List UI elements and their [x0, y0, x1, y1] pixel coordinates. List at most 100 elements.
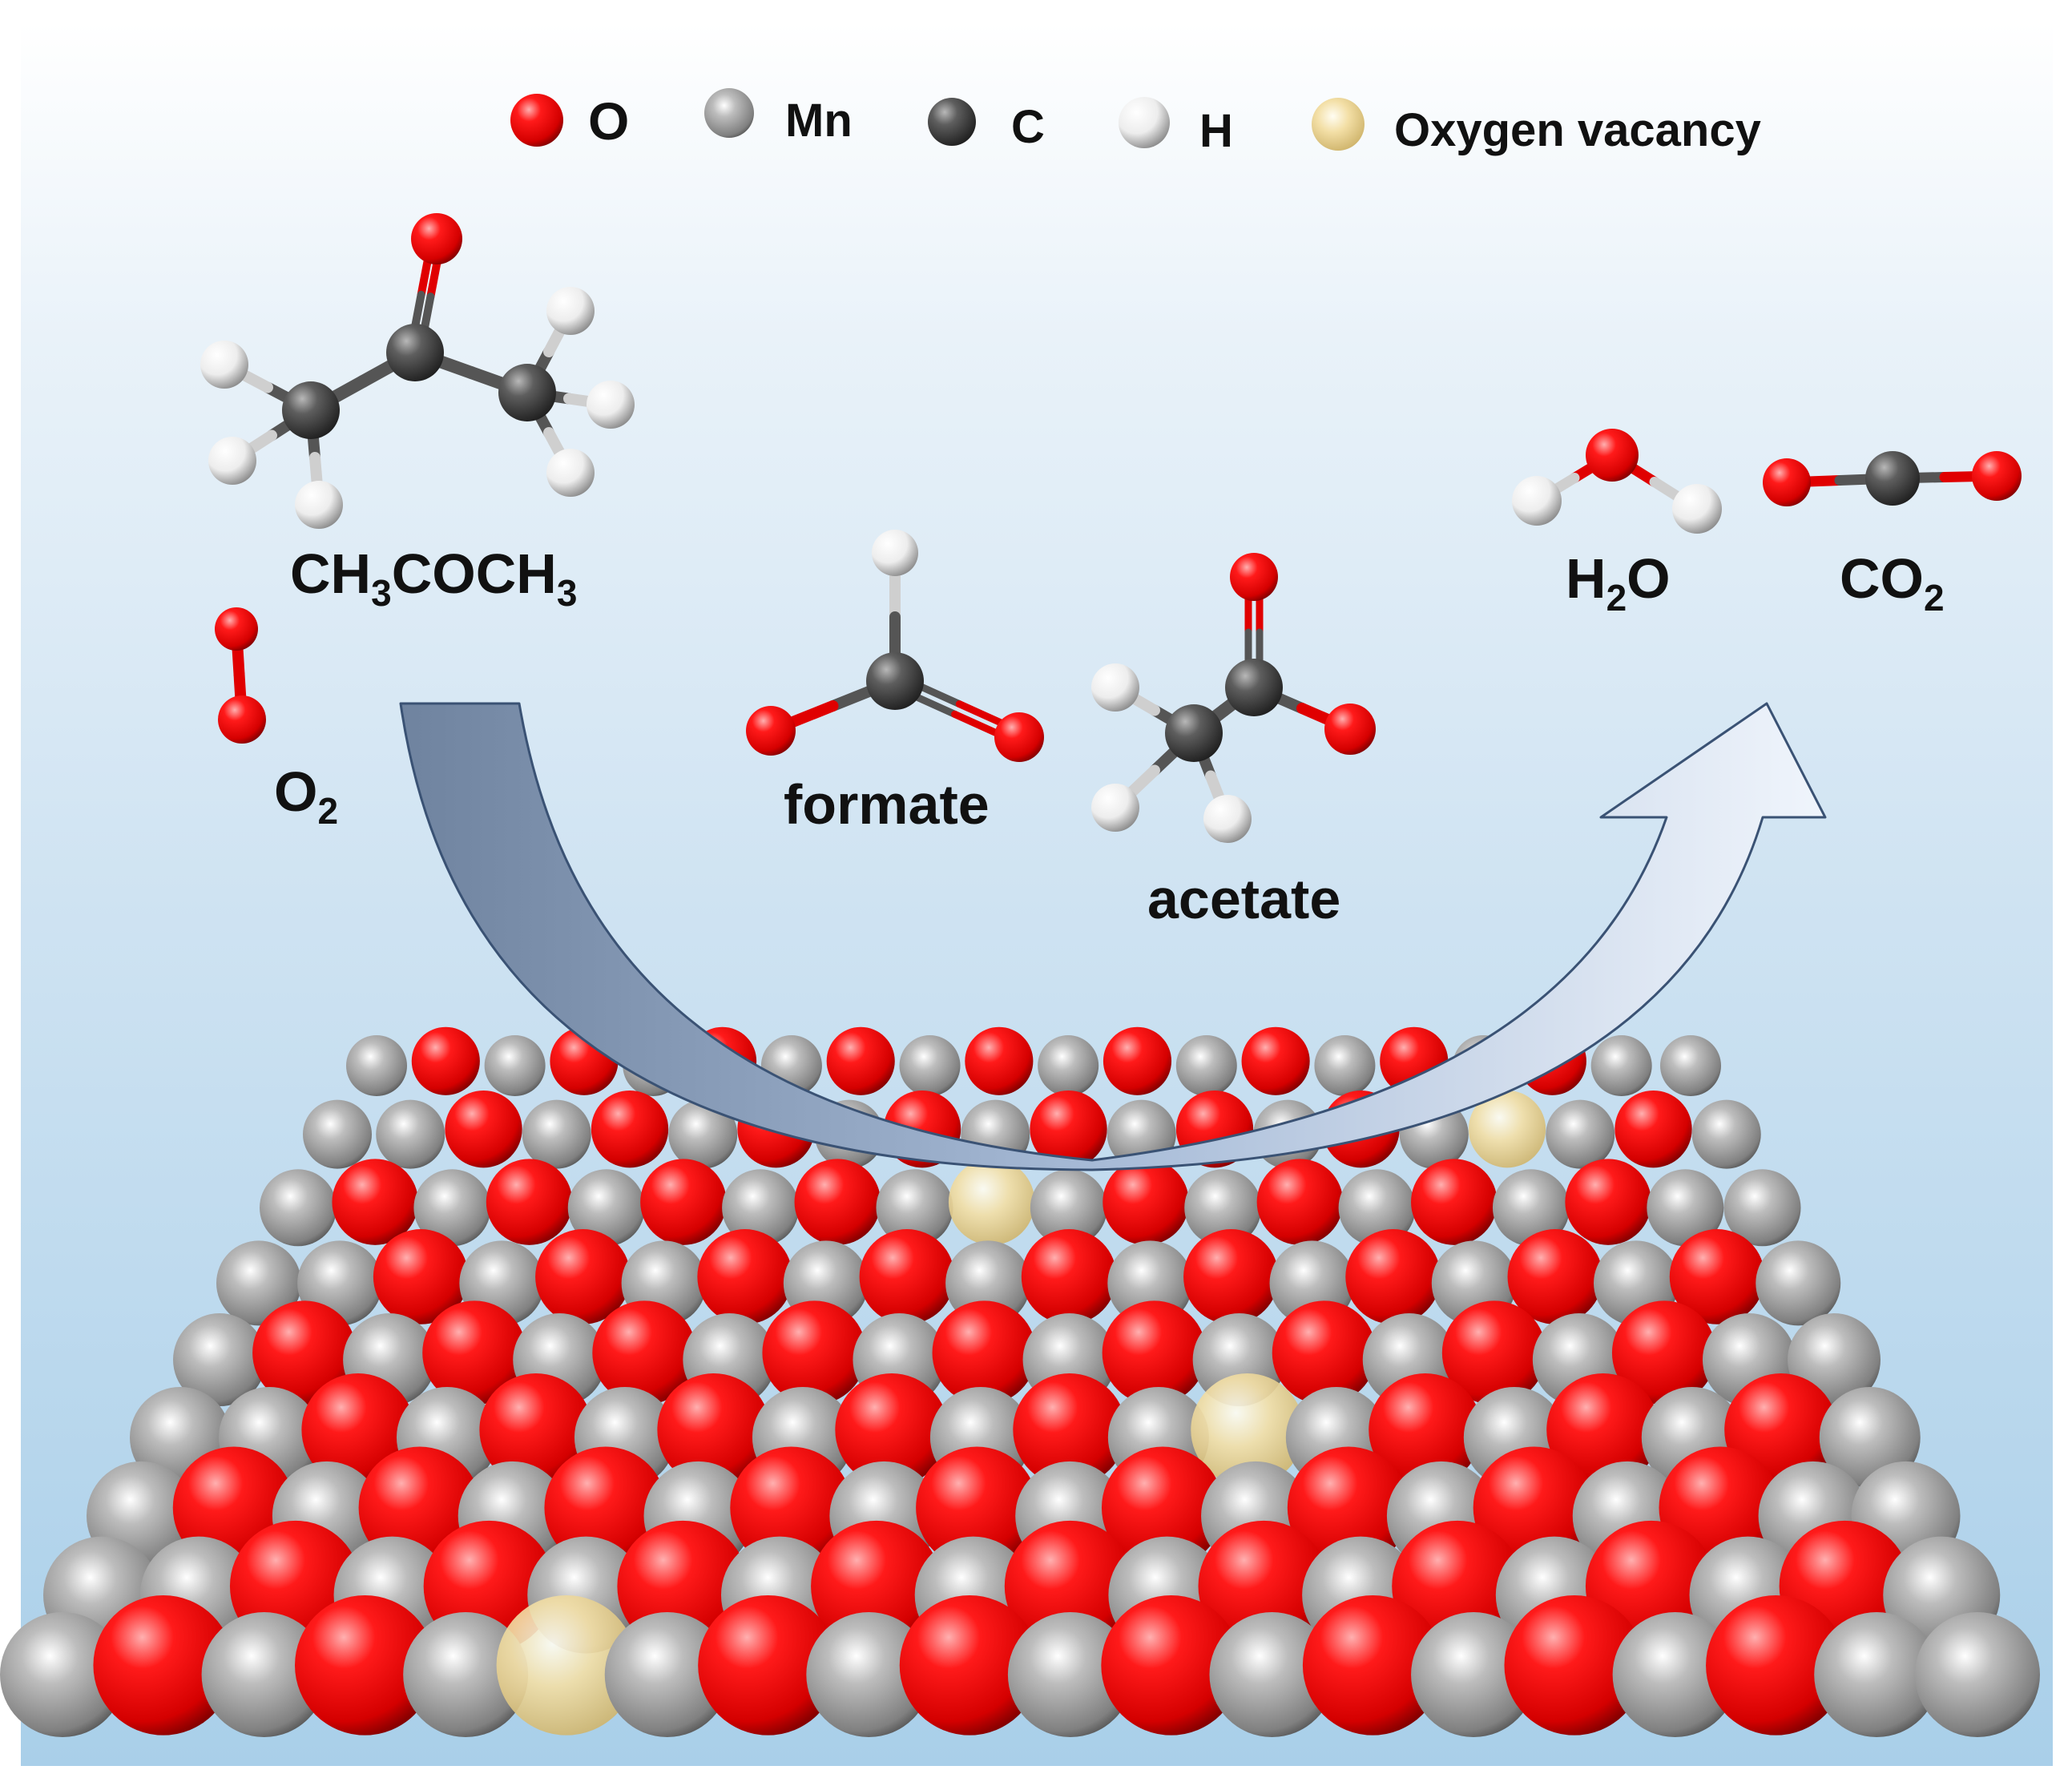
oxygen-atom — [730, 1446, 853, 1569]
oxygen-atom — [640, 1159, 727, 1245]
oxygen-atom — [218, 695, 266, 744]
manganese-atom — [1314, 1035, 1376, 1096]
acetone-label-sub2: 3 — [557, 572, 578, 614]
carbon-atom — [386, 324, 444, 381]
hydrogen-atom — [587, 381, 635, 429]
oxygen-atom — [1101, 1594, 1242, 1736]
formate-molecule — [746, 530, 1044, 762]
manganese-atom — [604, 1612, 730, 1737]
manganese-atom — [1612, 1612, 1738, 1737]
legend-label-manganese: Mn — [785, 95, 853, 147]
oxygen-atom — [1565, 1159, 1651, 1245]
oxygen-atom — [1287, 1446, 1410, 1569]
acetate-label: acetate — [1147, 868, 1340, 930]
oxygen-atom — [1256, 1159, 1344, 1245]
manganese-atom — [1647, 1169, 1724, 1247]
oxygen-atom — [1614, 1091, 1692, 1168]
manganese-atom — [346, 1035, 407, 1096]
manganese-atom — [1411, 1612, 1537, 1737]
mno2-surface-slab — [0, 1026, 2040, 1737]
hydrogen-atom — [200, 341, 248, 389]
oxygen-atom — [932, 1300, 1037, 1405]
oxygen-atom — [1611, 1300, 1716, 1405]
water-label: H2O — [1566, 547, 1671, 619]
carbon-atom — [282, 381, 340, 439]
oxygen-atom — [965, 1026, 1034, 1095]
oxygen-atom — [1272, 1300, 1377, 1405]
manganese-atom — [722, 1169, 800, 1247]
oxygen-atom — [1021, 1229, 1117, 1324]
oxygen-atom — [1411, 1159, 1498, 1245]
oxygen-atom — [1546, 1373, 1660, 1487]
oxygen-atom — [1586, 429, 1639, 482]
oxygen-vacancy — [1468, 1091, 1546, 1168]
oxygen-vacancy-icon — [1312, 98, 1365, 151]
manganese-atom — [0, 1612, 125, 1737]
oxygen-atom — [215, 607, 258, 651]
oxygen-atom — [486, 1159, 573, 1245]
oxygen-atom — [93, 1594, 234, 1736]
manganese-atom — [1546, 1099, 1615, 1169]
acetone-molecule — [200, 213, 635, 529]
acetone-label: CH3COCH3 — [290, 542, 577, 614]
manganese-atom — [413, 1169, 491, 1247]
oxygen-atom — [1369, 1373, 1482, 1487]
manganese-atom — [1660, 1035, 1721, 1096]
manganese-atom — [484, 1035, 546, 1096]
hydrogen-atom — [1203, 795, 1252, 843]
oxygen-molecule-label-sub: 2 — [317, 790, 338, 832]
water-label-h: H — [1566, 547, 1606, 610]
water-molecule — [1512, 429, 1722, 534]
hydrogen-atom — [1091, 663, 1139, 712]
oxygen-vacancy — [1191, 1373, 1304, 1487]
acetone-label-sub1: 3 — [371, 572, 392, 614]
water-label-o: O — [1627, 547, 1670, 610]
manganese-atom — [1209, 1612, 1335, 1737]
carbon-dioxide-label-sub: 2 — [1924, 577, 1945, 619]
carbon-atom — [1225, 659, 1283, 716]
oxygen-atom — [252, 1300, 357, 1405]
legend: O Mn C H Oxygen vacancy — [510, 88, 1761, 157]
manganese-atom — [899, 1035, 961, 1096]
oxygen-atom — [1241, 1026, 1310, 1095]
manganese-atom — [1030, 1169, 1107, 1247]
oxygen-atom — [1763, 458, 1811, 506]
manganese-atom-icon — [704, 88, 754, 138]
oxygen-atom — [445, 1091, 522, 1168]
manganese-atom — [668, 1099, 738, 1169]
oxygen-atom — [697, 1229, 793, 1324]
manganese-atom — [303, 1099, 372, 1169]
oxygen-atom — [422, 1300, 527, 1405]
oxygen-atom — [1706, 1594, 1846, 1736]
acetone-label-part1: CH — [290, 542, 371, 605]
oxygen-atom — [1669, 1229, 1765, 1324]
oxygen-atom — [1103, 1159, 1189, 1245]
oxygen-atom — [411, 1026, 480, 1095]
hydrogen-atom — [295, 481, 343, 529]
manganese-atom — [1492, 1169, 1570, 1247]
oxygen-atom — [994, 712, 1044, 762]
hydrogen-atom — [872, 530, 918, 576]
acetate-molecule — [1091, 553, 1376, 843]
hydrogen-atom — [546, 449, 595, 497]
oxygen-molecule-label: O2 — [274, 760, 338, 832]
manganese-atom — [403, 1612, 529, 1737]
hydrogen-atom — [546, 287, 595, 335]
carbon-atom — [1165, 704, 1223, 762]
reaction-arrow — [399, 702, 1827, 1171]
molecules-layer — [200, 213, 2022, 843]
manganese-atom — [1691, 1099, 1761, 1169]
carbon-atom-icon — [928, 98, 976, 146]
oxygen-atom — [332, 1159, 418, 1245]
manganese-atom — [1590, 1035, 1652, 1096]
formate-label: formate — [784, 773, 990, 836]
manganese-atom — [376, 1099, 445, 1169]
manganese-atom — [173, 1313, 266, 1407]
oxygen-atom — [479, 1373, 593, 1487]
hydrogen-atom-icon — [1119, 97, 1170, 148]
manganese-atom — [876, 1169, 953, 1247]
oxygen-atom — [762, 1300, 867, 1405]
oxygen-atom — [592, 1300, 697, 1405]
